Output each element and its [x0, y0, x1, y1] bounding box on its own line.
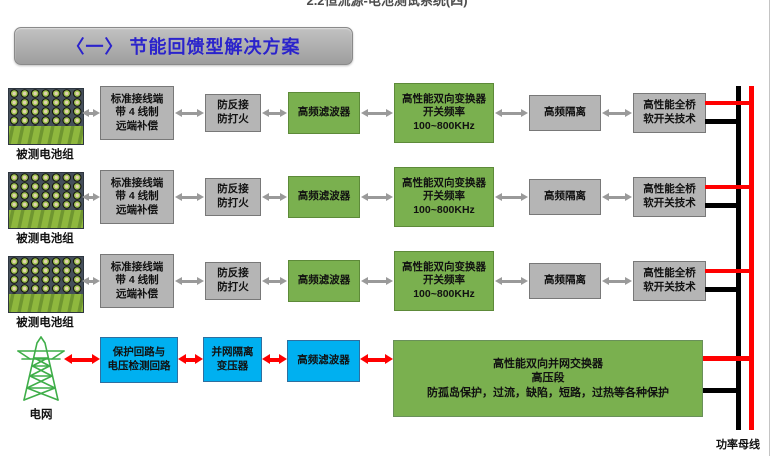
- block-grid-isolation-transformer: 并网隔离 变压器: [203, 337, 262, 382]
- connector-red: [703, 356, 754, 361]
- battery-row-2: 被测电池组 标准接线端 带 4 线制 远端补偿 防反接 防打火 高频滤波器 高性…: [0, 166, 774, 246]
- block-standard-terminal: 标准接线端 带 4 线制 远端补偿: [100, 170, 174, 224]
- double-arrow-icon: [602, 276, 632, 286]
- red-double-arrow-icon: [360, 354, 393, 365]
- power-bus-red: [749, 86, 754, 430]
- red-double-arrow-icon: [178, 354, 203, 365]
- connector-black: [705, 203, 741, 208]
- block-full-bridge: 高性能全桥 软开关技术: [633, 261, 706, 301]
- connector-black: [705, 119, 741, 124]
- power-bus-black: [736, 86, 741, 430]
- double-arrow-icon: [175, 108, 204, 118]
- grid-tower-icon: [16, 336, 66, 402]
- battery-row-1: 被测电池组 标准接线端 带 4 线制 远端补偿 防反接 防打火 高频滤波器 高性…: [0, 82, 774, 162]
- block-bidirectional-converter: 高性能双向变换器 开关频率 100~800KHz: [394, 251, 494, 311]
- double-arrow-icon: [262, 108, 287, 118]
- block-bidirectional-converter: 高性能双向变换器 开关频率 100~800KHz: [394, 167, 494, 227]
- double-arrow-icon: [82, 108, 100, 118]
- double-arrow-icon: [495, 276, 528, 286]
- double-arrow-icon: [361, 108, 393, 118]
- double-arrow-icon: [602, 108, 632, 118]
- connector-black: [705, 287, 741, 292]
- block-hf-isolation: 高频隔离: [529, 179, 601, 215]
- connector-red: [705, 185, 754, 189]
- block-full-bridge: 高性能全桥 软开关技术: [633, 177, 706, 217]
- battery-pack-label: 被测电池组: [16, 233, 74, 245]
- grid-label: 电网: [29, 409, 53, 421]
- top-title: 2.2恒流源-电池测试系统(四): [306, 0, 468, 8]
- block-anti-reverse: 防反接 防打火: [205, 178, 261, 216]
- battery-pack-image: [8, 172, 84, 229]
- block-anti-reverse: 防反接 防打火: [205, 262, 261, 300]
- block-hf-filter-grid: 高频滤波器: [287, 340, 360, 382]
- block-hf-filter: 高频滤波器: [288, 260, 360, 302]
- connector-red: [705, 101, 754, 105]
- block-hf-filter: 高频滤波器: [288, 92, 360, 134]
- red-double-arrow-icon: [262, 354, 287, 365]
- double-arrow-icon: [262, 276, 287, 286]
- block-bidirectional-converter: 高性能双向变换器 开关频率 100~800KHz: [394, 83, 494, 143]
- double-arrow-icon: [361, 276, 393, 286]
- battery-pack-label: 被测电池组: [16, 317, 74, 329]
- double-arrow-icon: [175, 276, 204, 286]
- battery-pack-image: [8, 88, 84, 145]
- slide-right-border: [769, 0, 770, 456]
- connector-red: [705, 269, 754, 273]
- double-arrow-icon: [495, 108, 528, 118]
- block-full-bridge: 高性能全桥 软开关技术: [633, 93, 706, 133]
- block-hf-isolation: 高频隔离: [529, 263, 601, 299]
- section-banner: 〈一〉 节能回馈型解决方案: [14, 27, 353, 65]
- double-arrow-icon: [262, 192, 287, 202]
- battery-pack-image: [8, 256, 84, 313]
- double-arrow-icon: [175, 192, 204, 202]
- double-arrow-icon: [82, 276, 100, 286]
- block-grid-tie-converter: 高性能双向并网交换器 高压段 防孤岛保护，过流，缺陷，短路，过热等各种保护: [393, 340, 703, 417]
- red-double-arrow-icon: [64, 354, 100, 365]
- block-protection-circuit: 保护回路与 电压检测回路: [100, 337, 178, 383]
- block-anti-reverse: 防反接 防打火: [205, 94, 261, 132]
- section-banner-label: 〈一〉 节能回馈型解决方案: [66, 37, 301, 57]
- block-hf-isolation: 高频隔离: [529, 95, 601, 131]
- double-arrow-icon: [602, 192, 632, 202]
- block-hf-filter: 高频滤波器: [288, 176, 360, 218]
- double-arrow-icon: [361, 192, 393, 202]
- connector-black: [703, 388, 741, 393]
- double-arrow-icon: [82, 192, 100, 202]
- block-standard-terminal: 标准接线端 带 4 线制 远端补偿: [100, 86, 174, 140]
- block-standard-terminal: 标准接线端 带 4 线制 远端补偿: [100, 254, 174, 308]
- battery-pack-label: 被测电池组: [16, 149, 74, 161]
- battery-row-3: 被测电池组 标准接线端 带 4 线制 远端补偿 防反接 防打火 高频滤波器 高性…: [0, 250, 774, 330]
- power-bus-label: 功率母线: [716, 439, 760, 451]
- double-arrow-icon: [495, 192, 528, 202]
